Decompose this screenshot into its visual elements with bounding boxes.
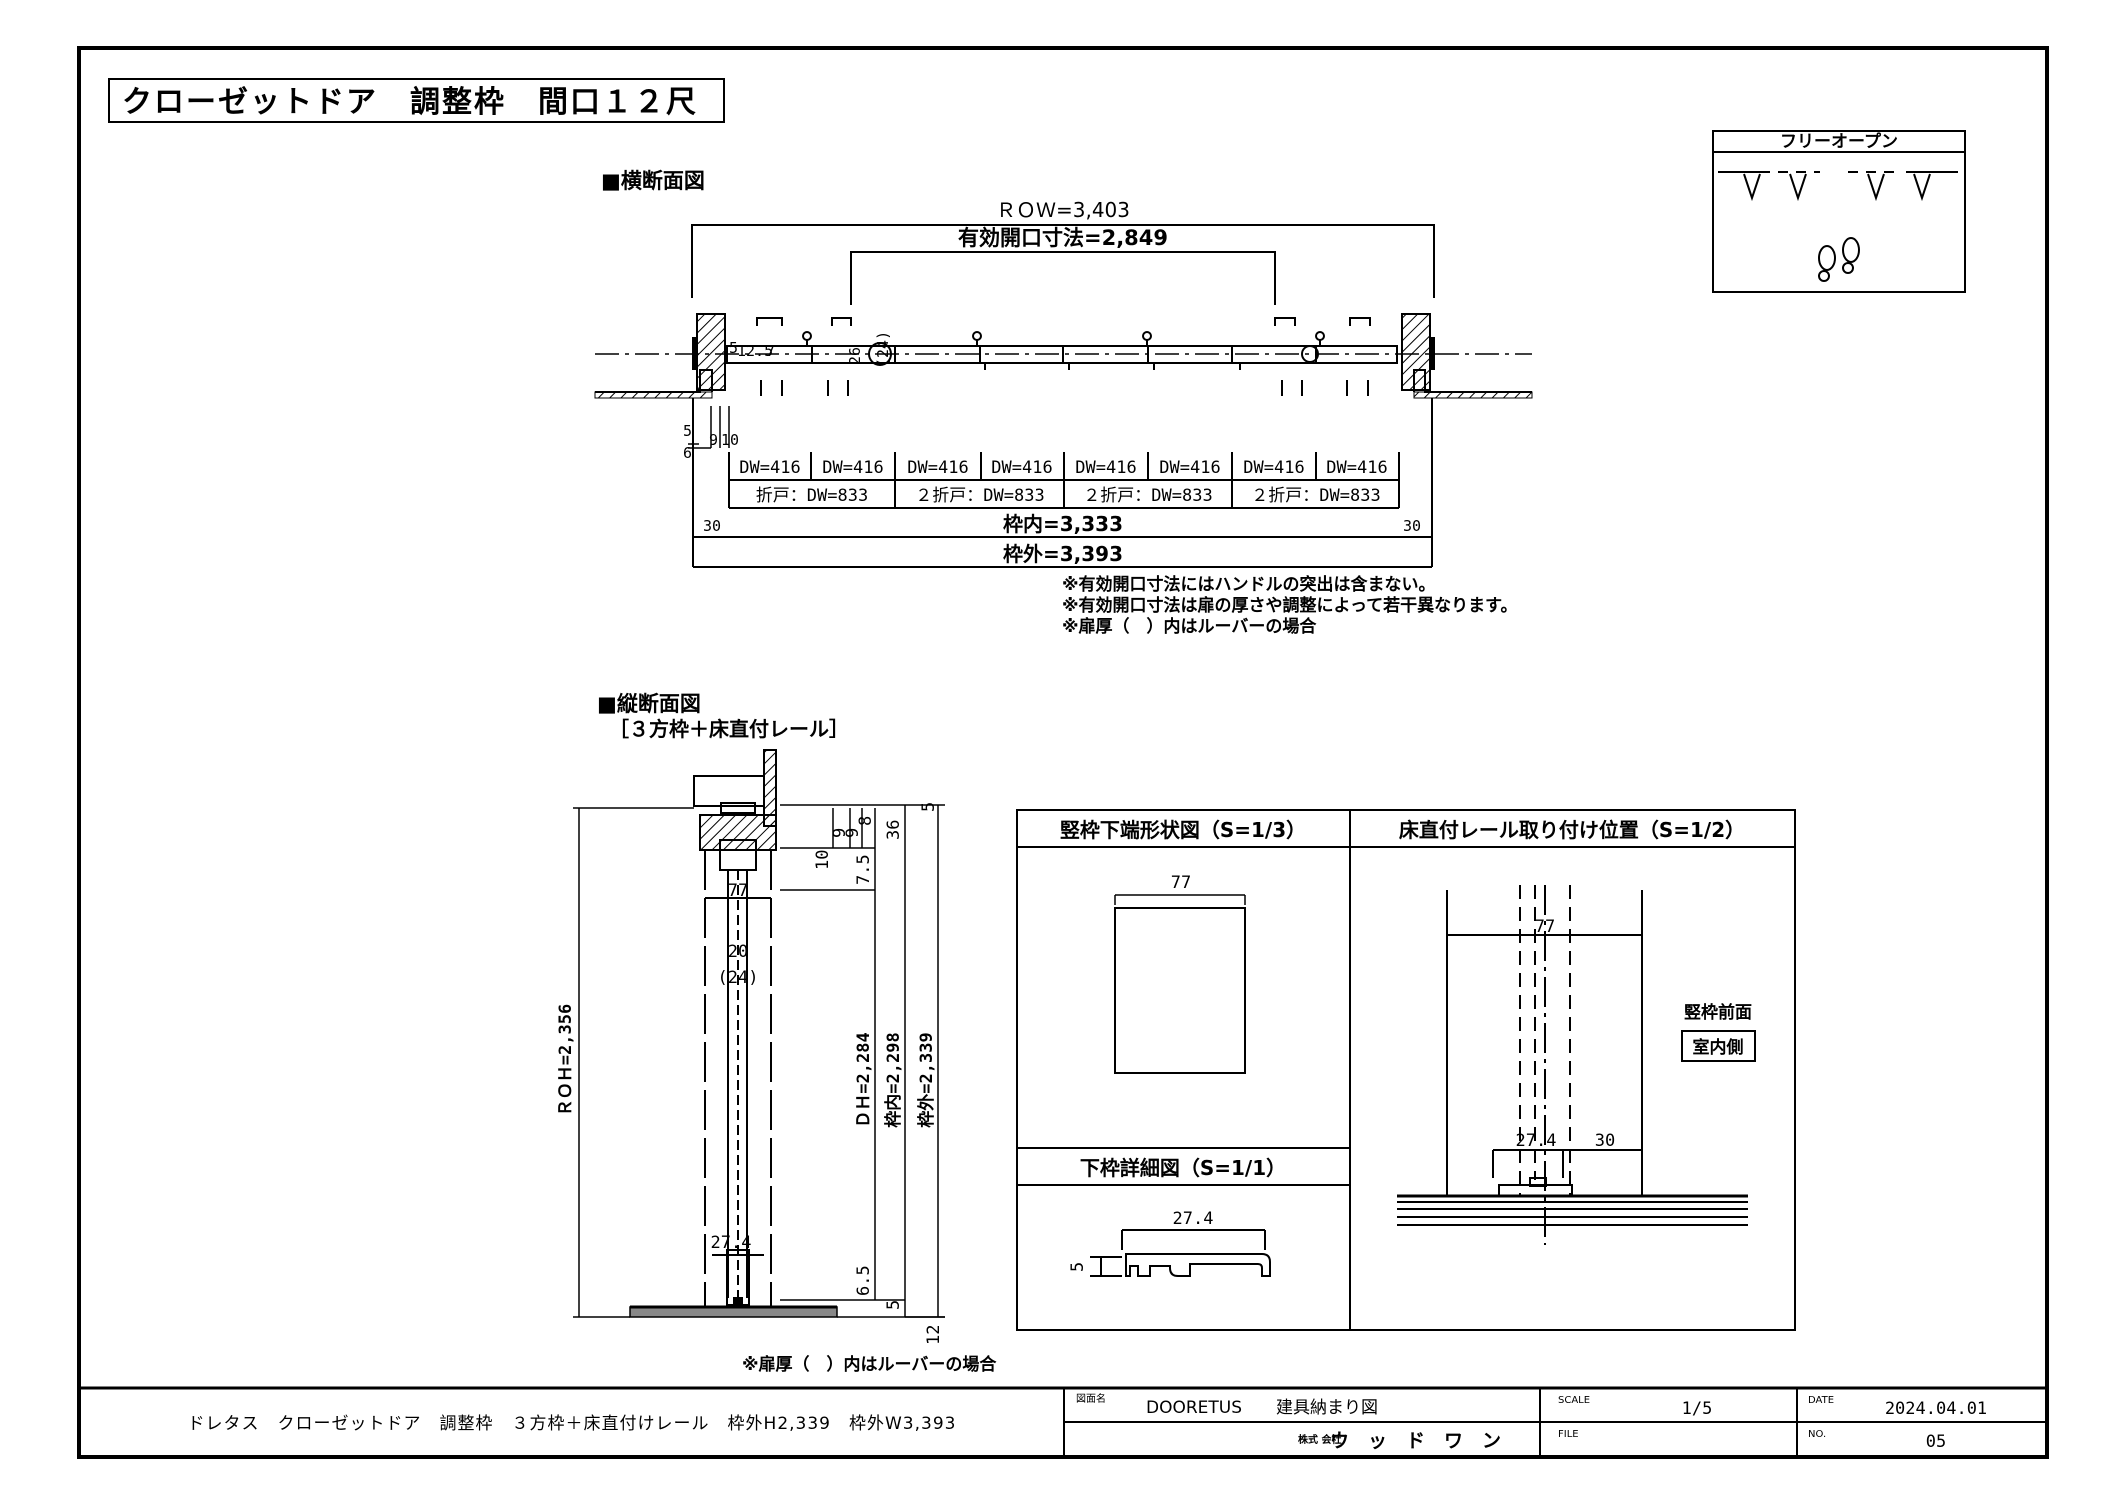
title-frame [108, 78, 725, 123]
legend-title: フリーオープン [1780, 131, 1898, 152]
top-dim-10: 10 [813, 850, 833, 870]
number-value: 05 [1926, 1432, 1946, 1452]
scale-value: 1/5 [1682, 1399, 1713, 1419]
company-name: ウ ッ ド ワ ン [1330, 1430, 1501, 1452]
outer-frame-dimension: 枠外=3,393 [1003, 542, 1123, 566]
detail-panel: 竪枠下端形状図（S=1/3） 床直付レール取り付け位置（S=1/2） 下枠詳細図… [1016, 809, 1796, 1331]
dim-12: 12 [924, 1325, 944, 1345]
fold-door-row: 折戸：DW=833 ２折戸：DW=833 ２折戸：DW=833 ２折戸：DW=833 [756, 486, 1381, 506]
leaf-width-77: 77 [728, 881, 748, 901]
small-dim-10: 10 [721, 431, 739, 449]
fold-door-label: ２折戸：DW=833 [915, 486, 1044, 506]
inner-height-dimension: 枠内=2,298 [883, 1032, 904, 1127]
top-dim-9b: 9 [843, 828, 863, 838]
inner-frame-dimension: 枠内=3,333 [1003, 512, 1123, 536]
dw-panel-label: DW=416 [822, 458, 883, 478]
small-dim-9: 9 [709, 431, 718, 449]
dw-panel-label: DW=416 [739, 458, 800, 478]
date-label: DATE [1808, 1395, 1834, 1406]
date-value: 2024.04.01 [1885, 1399, 1987, 1419]
fold-door-label: ２折戸：DW=833 [1083, 486, 1212, 506]
top-dim-5: 5 [919, 802, 939, 812]
note-1: ※有効開口寸法にはハンドルの突出は含まない。 [1062, 574, 1436, 595]
dim-mark-26: 26 [846, 347, 864, 365]
effective-opening-dimension: 有効開口寸法=2,849 [958, 226, 1168, 250]
rail-title: 床直付レール取り付け位置（S=1/2） [1399, 818, 1745, 842]
side-left-dim: 30 [703, 517, 721, 535]
dim-mark-5: 5 [729, 339, 738, 357]
lower-frame-width: 27.4 [1173, 1209, 1214, 1229]
vertical-note: ※扉厚（ ）内はルーバーの場合 [742, 1354, 997, 1375]
rail-dim-b: 30 [1595, 1131, 1615, 1151]
rail-width: 77 [1535, 917, 1555, 937]
vertical-heading: ■縦断面図 [597, 692, 701, 716]
rail-dim-a: 27.4 [1516, 1131, 1557, 1151]
note-3: ※扉厚（ ）内はルーバーの場合 [1062, 616, 1317, 637]
small-dim-6: 6 [683, 444, 692, 462]
dw-panel-label: DW=416 [907, 458, 968, 478]
horizontal-section: ■横断面図 ＲＯＷ=3,403 有効開口寸法=2,849 [594, 169, 1533, 637]
title-block-description: ドレタス クローゼットドア 調整枠 ３方枠＋床直付けレール 枠外H2,339 枠… [188, 1414, 957, 1434]
title-block: ドレタス クローゼットドア 調整枠 ３方枠＋床直付けレール 枠外H2,339 枠… [79, 1386, 2047, 1457]
sheet-border [77, 46, 2049, 1459]
dim-7-5: 7.5 [854, 854, 874, 885]
dw-panel-label: DW=416 [1326, 458, 1387, 478]
drawing-name: DOORETUS 建具納まり図 [1146, 1398, 1378, 1418]
dw-panel-row: DW=416 DW=416 DW=416 DW=416 DW=416 DW=416 DW=4… [739, 458, 1387, 478]
note-2: ※有効開口寸法は扉の厚さや調整によって若干異なります。 [1062, 595, 1517, 616]
drawing-title: クローゼットドア 調整枠 間口１２尺 [122, 85, 698, 120]
dw-panel-label: DW=416 [1159, 458, 1220, 478]
lower-frame-height: 5 [1068, 1262, 1088, 1272]
drawing-name-label: 図面名 [1076, 1392, 1106, 1405]
number-label: NO. [1808, 1429, 1826, 1440]
top-dim-36: 36 [884, 820, 904, 840]
fold-door-label: ２折戸：DW=833 [1251, 486, 1380, 506]
frame-front-label: 竪枠前面 [1684, 1002, 1752, 1023]
small-dim-5: 5 [683, 422, 692, 440]
fold-door-label: 折戸：DW=833 [756, 486, 868, 506]
leaf-bottom-27-4: 27.4 [711, 1233, 752, 1253]
lower-frame-title: 下枠詳細図（S=1/1） [1080, 1156, 1286, 1180]
horizontal-heading: ■横断面図 [601, 169, 705, 193]
dim-5-bottom: 5 [884, 1300, 904, 1310]
frame-bottom-width: 77 [1171, 873, 1191, 893]
legend-box: フリーオープン [1712, 130, 1966, 293]
dh-dimension: ＤＨ=2,284 [854, 1032, 874, 1127]
fold-door-symbols [1718, 171, 1958, 202]
vertical-subheading: ［３方枠＋床直付レール］ [609, 717, 849, 741]
leaf-thickness-24: (24) [718, 968, 759, 988]
dim-mark-24: (24) [874, 331, 892, 367]
dim-mark-12-5: 12.5 [737, 342, 773, 360]
top-dim-8: 8 [856, 816, 876, 826]
dim-mark-7: 7 [766, 342, 775, 360]
row-dimension: ＲＯＷ=3,403 [996, 198, 1130, 222]
frame-bottom-title: 竪枠下端形状図（S=1/3） [1060, 818, 1306, 842]
scale-label: SCALE [1558, 1395, 1590, 1406]
company-prefix: 株式 会社 [1298, 1433, 1341, 1446]
top-dim-9a: 9 [830, 828, 850, 838]
side-right-dim: 30 [1403, 517, 1421, 535]
vertical-section: ■縦断面図 ［３方枠＋床直付レール］ 77 20 (24) 27.4 [556, 692, 997, 1375]
file-label: FILE [1558, 1429, 1579, 1440]
roh-dimension: ＲＯＨ=2,356 [556, 1004, 576, 1116]
dw-panel-label: DW=416 [1075, 458, 1136, 478]
leaf-thickness-20: 20 [728, 942, 748, 962]
dim-6-5: 6.5 [854, 1265, 874, 1296]
footprint-icon [1818, 237, 1860, 282]
indoor-side-label: 室内側 [1693, 1037, 1744, 1058]
dw-panel-label: DW=416 [1243, 458, 1304, 478]
outer-height-dimension: 枠外=2,339 [916, 1032, 937, 1127]
dw-panel-label: DW=416 [991, 458, 1052, 478]
